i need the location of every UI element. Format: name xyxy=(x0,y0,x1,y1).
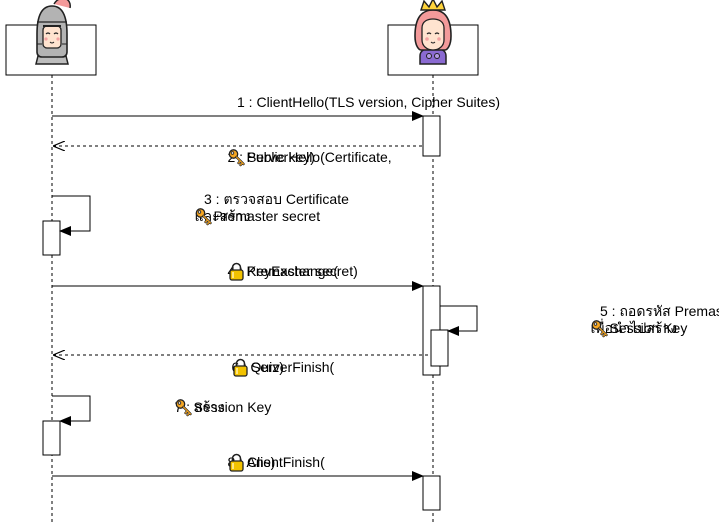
message-arrow-5 xyxy=(440,305,478,336)
message-label-7: 7 : สร้าง Session Key xyxy=(175,398,272,417)
message-label-text: 2 : ServerHello(Certificate, xyxy=(228,149,392,165)
message-label-3: และสร้าง Premaster secret xyxy=(195,207,321,226)
message-label-6: 6 : ServerFinish(Quiz) xyxy=(232,358,335,377)
message-label-text: 1 : ClientHello(TLS version, Cipher Suit… xyxy=(237,94,500,110)
message-label-text: 5 : ถอดรหัส Premaster secret xyxy=(600,303,719,319)
message-label-text: Premaster secret) xyxy=(247,263,358,279)
message-label-text: 8 : ClientFinish( xyxy=(228,454,326,470)
message-label-text: Public key) xyxy=(247,149,315,165)
message-label-text: 4 : KeyExchange( xyxy=(228,263,339,279)
activation-bar-client-1 xyxy=(42,220,61,256)
message-label-text: Ans) xyxy=(247,454,276,470)
message-label-text: Quiz) xyxy=(251,359,284,375)
message-label-8: 8 : ClientFinish(Ans) xyxy=(228,453,326,472)
message-label-1: 1 : ClientHello(TLS version, Cipher Suit… xyxy=(237,94,500,110)
activation-bar-server-3 xyxy=(430,329,449,367)
message-label-text: 6 : ServerFinish( xyxy=(232,359,335,375)
message-label-text: Premaster secret xyxy=(214,208,321,224)
message-label-3: 3 : ตรวจสอบ Certificate xyxy=(204,191,349,207)
activation-bar-client-2 xyxy=(42,420,61,456)
message-label-text: เพื่อนำไปสร้าง xyxy=(591,319,678,336)
activation-bar-server-4 xyxy=(422,475,441,511)
message-arrow-3 xyxy=(52,195,91,236)
message-arrow-7 xyxy=(52,395,91,426)
message-label-2: 2 : ServerHello(Certificate, Public key) xyxy=(228,148,392,167)
knight-icon xyxy=(35,0,71,65)
message-label-5: 5 : ถอดรหัส Premaster secret xyxy=(600,303,719,319)
message-label-4: 4 : KeyExchange( Premaster secret) xyxy=(228,262,358,281)
message-label-text: Session Key xyxy=(610,320,688,336)
message-label-5: เพื่อนำไปสร้าง Session Key xyxy=(591,319,688,338)
message-label-text: 3 : ตรวจสอบ Certificate xyxy=(204,191,349,207)
message-label-text: Session Key xyxy=(194,399,272,415)
princess-icon xyxy=(414,0,452,65)
activation-bar-server-1 xyxy=(422,115,441,157)
